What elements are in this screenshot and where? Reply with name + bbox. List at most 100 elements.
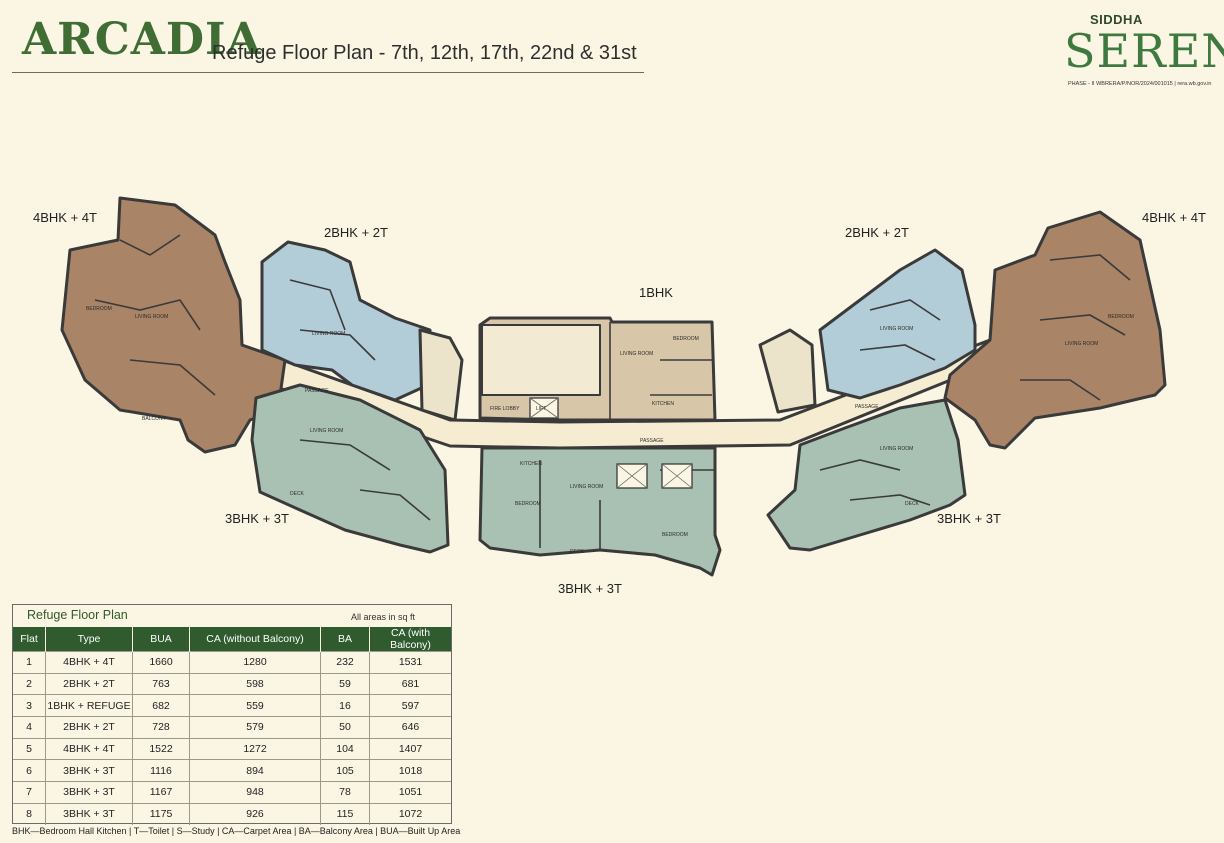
cell-ca-balcony: 1407 — [369, 737, 451, 760]
cell-flat: 5 — [13, 737, 46, 760]
cell-ca-balcony: 1531 — [369, 651, 451, 674]
rera-registration: PHASE - II WBRERA/P/NOR/2024/001015 | re… — [1068, 81, 1212, 87]
right-stair-core — [758, 328, 817, 414]
cell-bua: 728 — [132, 716, 190, 739]
cell-ba: 232 — [320, 651, 370, 674]
cell-type: 4BHK + 4T — [45, 737, 133, 760]
room-label-living-6: LIVING ROOM — [310, 428, 343, 434]
cell-flat: 7 — [13, 781, 46, 804]
room-label-passage-center: PASSAGE — [640, 438, 664, 444]
area-table-note: All areas in sq ft — [350, 612, 415, 622]
unit-label-7: 3BHK + 3T — [558, 581, 622, 596]
cell-ba: 50 — [320, 716, 370, 739]
cell-ba: 115 — [320, 802, 370, 825]
unit-3-refuge — [481, 324, 601, 396]
room-label-balcony-1: BALCONY — [142, 416, 167, 422]
header-divider — [12, 72, 644, 73]
cell-ca: 598 — [189, 672, 321, 695]
unit-4-2bhk — [818, 248, 977, 400]
cell-ba: 78 — [320, 781, 370, 804]
cell-type: 2BHK + 2T — [45, 672, 133, 695]
unit-1-4bhk — [60, 196, 287, 454]
cell-ca-balcony: 646 — [369, 716, 451, 739]
left-stair-core — [418, 328, 464, 422]
cell-type: 3BHK + 3T — [45, 759, 133, 782]
cell-ca: 948 — [189, 781, 321, 804]
unit-5-4bhk — [943, 210, 1167, 450]
cell-flat: 3 — [13, 694, 46, 717]
unit-label-4: 2BHK + 2T — [845, 225, 909, 240]
room-label-deck-6: DECK — [290, 491, 305, 497]
cell-bua: 1167 — [132, 781, 190, 804]
cell-bua: 1175 — [132, 802, 190, 825]
room-label-passage-left: PASSAGE — [305, 388, 329, 394]
cell-bua: 1660 — [132, 651, 190, 674]
abbreviation-legend: BHK—Bedroom Hall Kitchen | T—Toilet | S—… — [12, 826, 461, 836]
arcadia-logo: ARCADIA — [22, 14, 262, 65]
cell-ca-balcony: 597 — [369, 694, 451, 717]
cell-type: 3BHK + 3T — [45, 802, 133, 825]
cell-ca: 926 — [189, 802, 321, 825]
cell-ca-balcony: 1051 — [369, 781, 451, 804]
cell-ba: 59 — [320, 672, 370, 695]
brand-serena-logo: SERENA — [1064, 24, 1224, 78]
room-label-fire-lobby: FIRE LOBBY — [490, 406, 520, 412]
room-label-living-3: LIVING ROOM — [620, 351, 653, 357]
cell-ca-balcony: 681 — [369, 672, 451, 695]
col-ba: BA — [320, 627, 370, 652]
room-label-living-2: LIVING ROOM — [312, 331, 345, 337]
cell-type: 3BHK + 3T — [45, 781, 133, 804]
room-label-bedroom-5: BEDROOM — [1108, 314, 1134, 320]
room-label-living-8: LIVING ROOM — [880, 446, 913, 452]
col-type: Type — [45, 627, 133, 652]
room-label-bedroom-1: BEDROOM — [86, 306, 112, 312]
cell-ba: 105 — [320, 759, 370, 782]
unit-6-3bhk — [250, 383, 450, 554]
cell-bua: 763 — [132, 672, 190, 695]
cell-ca: 1272 — [189, 737, 321, 760]
cell-ca-balcony: 1018 — [369, 759, 451, 782]
cell-bua: 1522 — [132, 737, 190, 760]
unit-label-1: 4BHK + 4T — [33, 210, 97, 225]
cell-flat: 8 — [13, 802, 46, 825]
area-table-header-row: Flat Type BUA CA (without Balcony) BA CA… — [13, 627, 451, 652]
cell-flat: 1 — [13, 651, 46, 674]
cell-type: 2BHK + 2T — [45, 716, 133, 739]
area-table: Flat Type BUA CA (without Balcony) BA CA… — [13, 627, 451, 825]
page-title: Refuge Floor Plan - 7th, 12th, 17th, 22n… — [212, 42, 637, 64]
cell-ca: 559 — [189, 694, 321, 717]
col-flat: Flat — [13, 627, 46, 652]
cell-bua: 682 — [132, 694, 190, 717]
area-table-panel: Refuge Floor Plan All areas in sq ft Fla… — [12, 604, 452, 825]
room-label-bedroom-7: BEDROOM — [515, 501, 541, 507]
col-bua: BUA — [132, 627, 190, 652]
unit-label-5: 4BHK + 4T — [1142, 210, 1206, 225]
room-label-living-1: LIVING ROOM — [135, 314, 168, 320]
cell-ba: 16 — [320, 694, 370, 717]
unit-label-6: 3BHK + 3T — [225, 511, 289, 526]
cell-ca-balcony: 1072 — [369, 802, 451, 825]
col-ca-with-balcony: CA (with Balcony) — [369, 627, 451, 652]
unit-label-3: 1BHK — [639, 285, 673, 300]
cell-bua: 1116 — [132, 759, 190, 782]
room-label-deck-7: DECK — [570, 549, 585, 555]
cell-flat: 6 — [13, 759, 46, 782]
room-label-bedroom-3: BEDROOM — [673, 336, 699, 342]
brand-siddha: SIDDHA — [1090, 12, 1143, 27]
room-label-kitchen-3: KITCHEN — [652, 401, 674, 407]
cell-type: 4BHK + 4T — [45, 651, 133, 674]
cell-ca: 894 — [189, 759, 321, 782]
cell-ba: 104 — [320, 737, 370, 760]
room-label-living-7: LIVING ROOM — [570, 484, 603, 490]
room-label-living-4: LIVING ROOM — [880, 326, 913, 332]
room-label-deck-8: DECK — [905, 501, 920, 507]
